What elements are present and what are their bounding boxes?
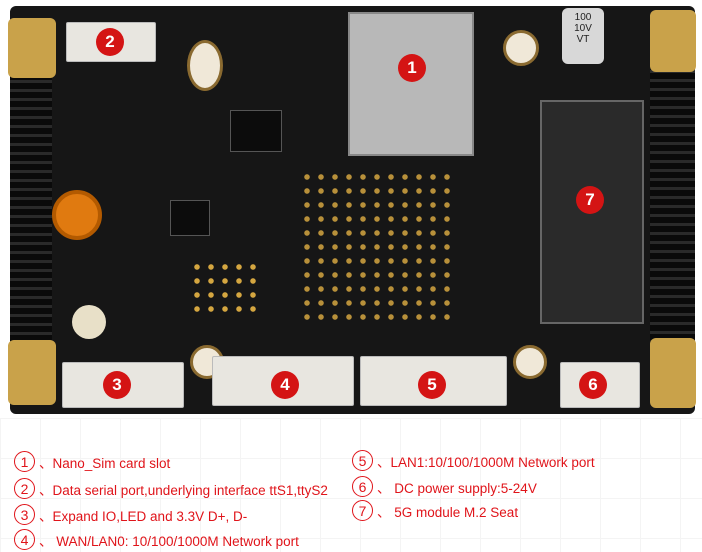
mount-hole: [503, 30, 539, 66]
mount-hole: [513, 345, 547, 379]
legend-text: 、Data serial port,underlying interface t…: [39, 482, 328, 498]
legend-number: 7: [352, 500, 373, 521]
legend-item-2: 2、Data serial port,underlying interface …: [14, 478, 328, 499]
legend-text: 、Nano_Sim card slot: [39, 455, 171, 471]
legend-item-1: 1、Nano_Sim card slot: [14, 451, 170, 472]
legend-number: 2: [14, 478, 35, 499]
chip: [170, 200, 210, 236]
marker-7: 7: [576, 186, 604, 214]
right-pin-header: [650, 60, 695, 340]
marker-4: 4: [271, 371, 299, 399]
legend-item-4: 4、 WAN/LAN0: 10/100/1000M Network port: [14, 529, 299, 550]
legend-item-5: 5、LAN1:10/100/1000M Network port: [352, 450, 595, 471]
marker-1: 1: [398, 54, 426, 82]
legend-text: 、LAN1:10/100/1000M Network port: [377, 454, 595, 470]
capacitor: 100 10V VT: [562, 8, 604, 64]
legend-item-3: 3、Expand IO,LED and 3.3V D+, D-: [14, 504, 247, 525]
bga-pads: [300, 170, 450, 320]
sma-antenna-connector: [52, 190, 102, 240]
bga-pads: [190, 260, 260, 320]
mount-hole: [187, 40, 223, 91]
antenna-pad: [72, 305, 106, 339]
left-pin-header: [10, 60, 52, 350]
marker-6: 6: [579, 371, 607, 399]
legend-number: 5: [352, 450, 373, 471]
mount-pad: [650, 10, 696, 72]
legend-number: 3: [14, 504, 35, 525]
legend-item-6: 6、 DC power supply:5-24V: [352, 476, 537, 497]
legend-number: 4: [14, 529, 35, 550]
legend-text: 、 DC power supply:5-24V: [377, 480, 537, 496]
legend-text: 、Expand IO,LED and 3.3V D+, D-: [39, 508, 248, 524]
mount-pad: [650, 338, 696, 408]
legend-number: 6: [352, 476, 373, 497]
marker-2: 2: [96, 28, 124, 56]
marker-5: 5: [418, 371, 446, 399]
legend-text: 、 WAN/LAN0: 10/100/1000M Network port: [39, 533, 299, 549]
marker-3: 3: [103, 371, 131, 399]
legend-text: 、 5G module M.2 Seat: [377, 504, 519, 520]
legend-item-7: 7、 5G module M.2 Seat: [352, 500, 518, 521]
sim-card-slot: [348, 12, 474, 156]
legend-number: 1: [14, 451, 35, 472]
chip: [230, 110, 282, 152]
background-grid: [0, 418, 702, 552]
mount-pad: [8, 18, 56, 78]
mount-pad: [8, 340, 56, 405]
